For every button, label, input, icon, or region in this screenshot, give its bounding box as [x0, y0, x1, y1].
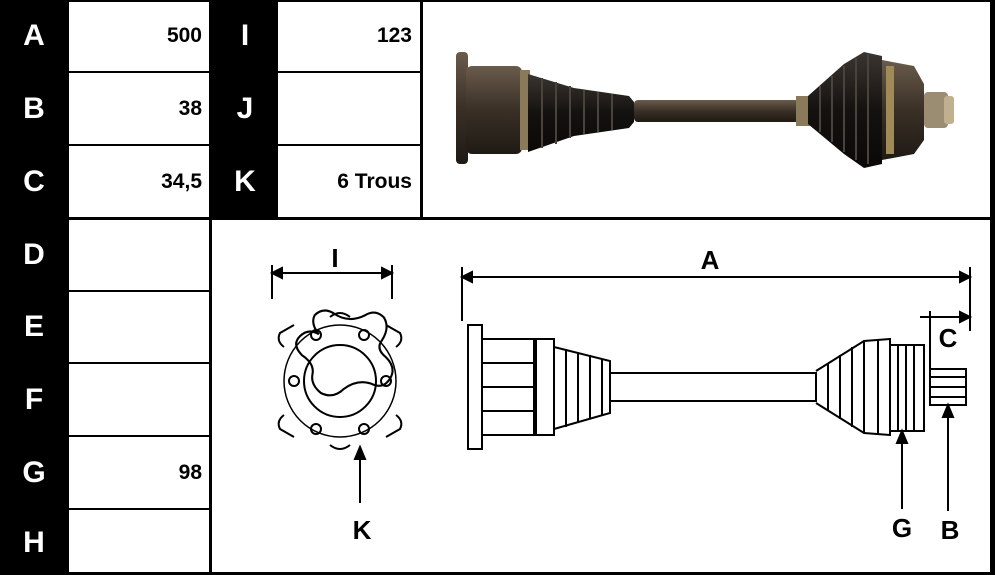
row-letter-b: B [0, 73, 68, 144]
row-value-b: 38 [68, 73, 210, 144]
technical-drawing: I K [269, 243, 973, 545]
dimension-a [459, 267, 973, 331]
label-a: A [701, 245, 720, 275]
row-letter-g: G [0, 437, 68, 508]
row-value-k: 6 Trous [278, 146, 420, 217]
grid-line [0, 71, 420, 73]
arrow-b [941, 402, 955, 511]
row-letter-c: C [0, 146, 68, 217]
grid-line [209, 0, 212, 575]
row-value-e [68, 292, 210, 362]
row-letter-e: E [0, 292, 68, 362]
grid-line [0, 144, 420, 146]
dimension-i [269, 265, 395, 299]
row-value-a: 500 [68, 0, 210, 71]
grid-line [990, 0, 995, 575]
flange-outline [277, 309, 403, 450]
label-k: K [353, 515, 372, 545]
row-value-d [68, 219, 210, 290]
label-b: B [941, 515, 960, 545]
row-letter-a: A [0, 0, 68, 71]
label-i: I [331, 243, 338, 273]
row-letter-k: K [212, 146, 278, 217]
row-value-c: 34,5 [68, 146, 210, 217]
grid-line [0, 217, 995, 220]
label-c: C [939, 323, 958, 353]
row-letter-h: H [0, 510, 68, 575]
grid-line [0, 0, 995, 2]
row-letter-f: F [0, 364, 68, 435]
row-value-f [68, 364, 210, 435]
grid-line [0, 362, 212, 364]
row-letter-j: J [212, 73, 278, 144]
row-letter-d: D [0, 219, 68, 290]
grid-line [0, 290, 212, 292]
grid-line [0, 572, 995, 575]
label-g: G [892, 513, 912, 543]
grid-line [0, 435, 212, 437]
row-value-i: 123 [278, 0, 420, 71]
grid-line [420, 0, 423, 219]
grid-line [0, 508, 212, 510]
row-letter-i: I [212, 0, 278, 71]
row-value-j [278, 73, 420, 144]
shaft-drawing [467, 324, 967, 450]
dimension-c [920, 310, 973, 371]
driveshaft-photo [456, 52, 954, 168]
grid-line [66, 0, 69, 575]
arrow-g [895, 428, 909, 509]
arrow-k [353, 444, 367, 503]
row-value-h [68, 510, 210, 575]
row-value-g: 98 [68, 437, 210, 508]
